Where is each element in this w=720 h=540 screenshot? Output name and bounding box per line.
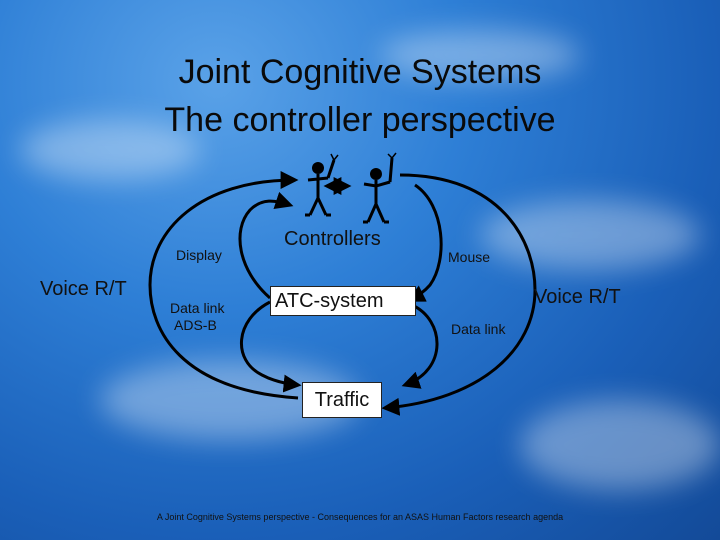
arrow-controllers-to-traffic — [381, 173, 537, 416]
label-voice-rt-right: Voice R/T — [534, 286, 621, 308]
slide-title-line2: The controller perspective — [164, 101, 556, 139]
cloud — [520, 400, 720, 490]
controller-figure-icon — [363, 152, 397, 224]
cloud — [380, 30, 580, 80]
arrow-atc-to-traffic — [239, 300, 302, 393]
arrow-atc-to-controllers — [238, 191, 294, 300]
label-voice-rt-left: Voice R/T — [40, 278, 127, 300]
arrow-controllers-to-atc — [406, 183, 443, 302]
slide-title-line1: Joint Cognitive Systems — [178, 53, 542, 91]
cloud — [480, 200, 700, 270]
atc-system-box: ATC-system — [270, 286, 416, 316]
cloud — [20, 120, 200, 180]
label-data-link-ads-b-line1: Data link — [170, 300, 225, 316]
label-mouse: Mouse — [448, 249, 491, 265]
label-display: Display — [176, 247, 222, 263]
slide-footer: A Joint Cognitive Systems perspective - … — [156, 512, 564, 522]
arrow-traffic-to-controllers — [148, 171, 299, 400]
arrow-atc-to-traffic-right — [401, 303, 439, 389]
traffic-box: Traffic — [302, 382, 382, 418]
label-data-link-right: Data link — [451, 321, 506, 337]
label-controllers: Controllers — [284, 228, 381, 250]
controller-figure-icon — [305, 153, 339, 217]
label-data-link-ads-b-line2: ADS-B — [174, 317, 217, 333]
